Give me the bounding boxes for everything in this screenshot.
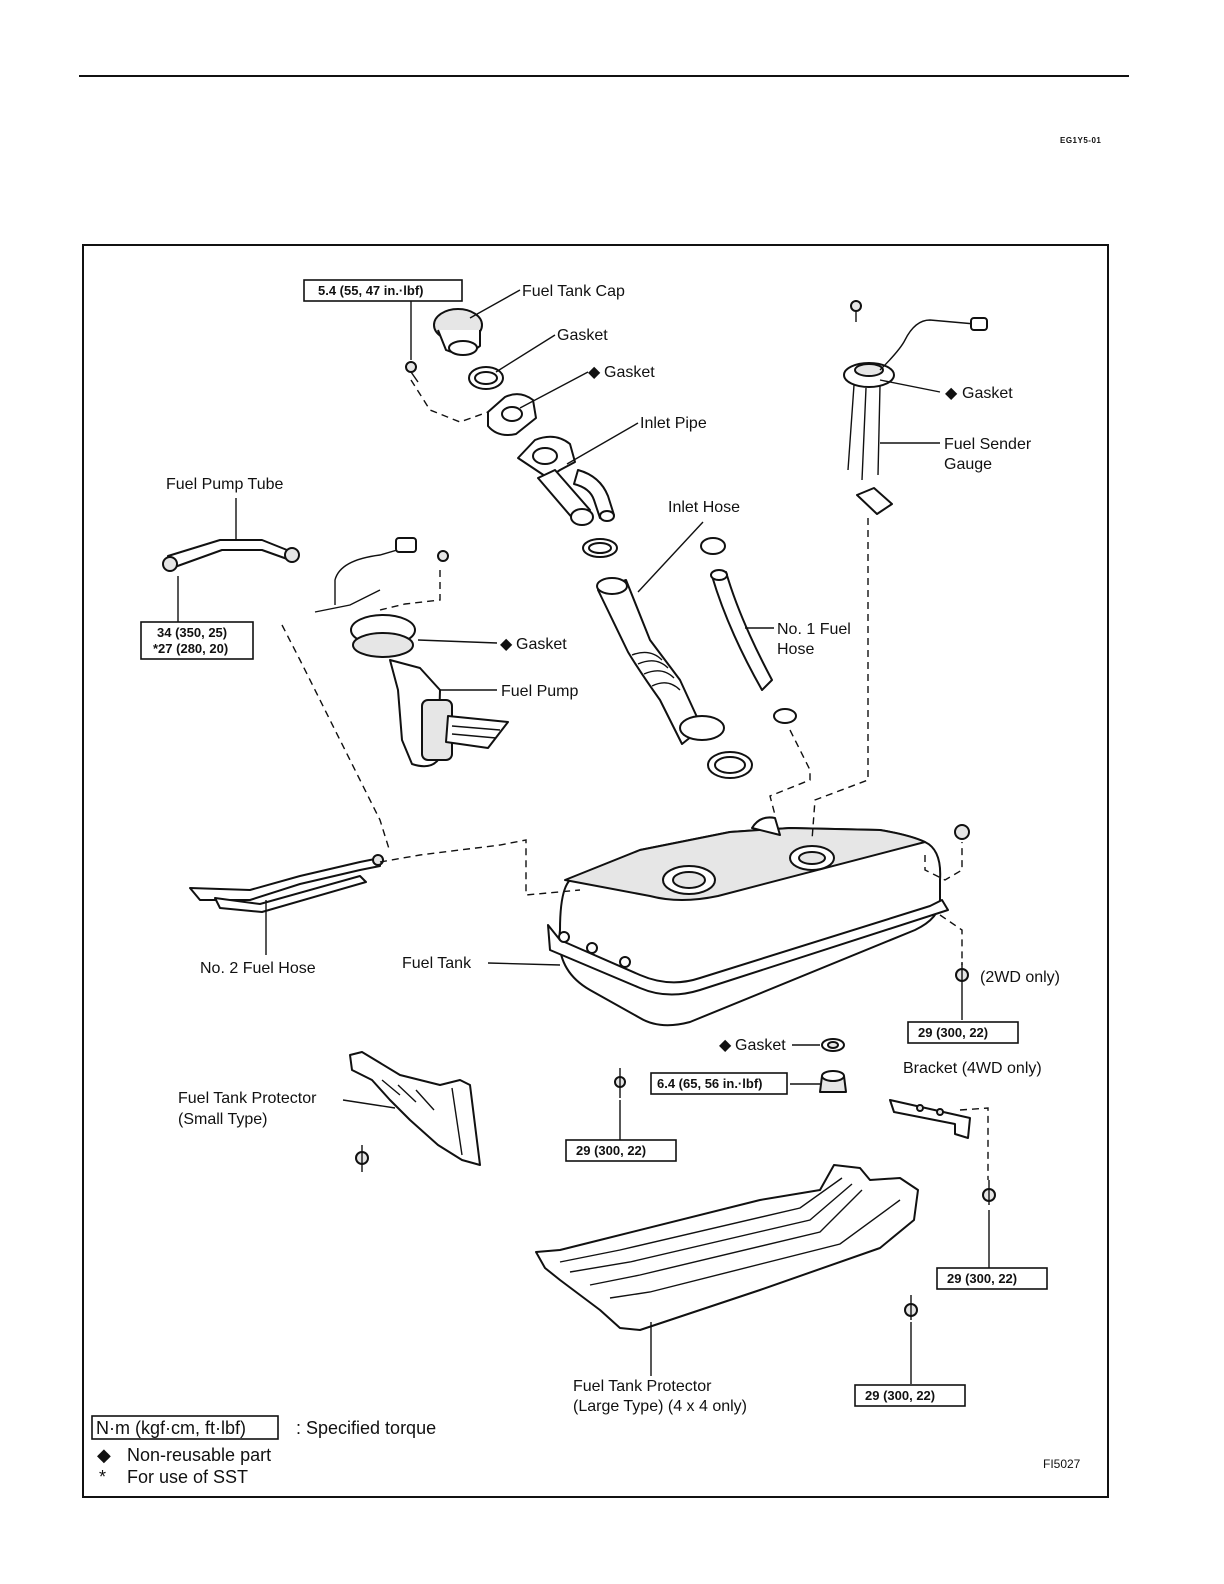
torque-box-cap: 5.4 (55, 47 in.·lbf) — [303, 279, 463, 302]
bracket-bolt — [904, 1180, 996, 1320]
label-gasket-cap: Gasket — [557, 327, 608, 344]
protector-bolt-left — [355, 1068, 626, 1172]
fuel-tank — [547, 816, 949, 1027]
label-protector-small-2: (Small Type) — [178, 1111, 268, 1128]
label-no1-fuel-hose-2: Hose — [777, 641, 814, 658]
legend-torque-desc: : Specified torque — [296, 1418, 436, 1438]
inlet-clamp-upper — [582, 538, 618, 558]
tank-2wd-bolt — [955, 962, 969, 990]
cap-bolt — [405, 361, 419, 383]
label-protector-large: Fuel Tank Protector — [573, 1378, 712, 1395]
label-inlet-pipe: Inlet Pipe — [640, 415, 707, 432]
torque-pump-tube-value: 34 (350, 25) — [157, 625, 227, 640]
fuel-tank-protector-large — [535, 1164, 919, 1331]
torque-box-small-protector: 29 (300, 22) — [565, 1139, 677, 1162]
legend: N·m (kgf·cm, ft·lbf) : Specified torque … — [91, 1415, 436, 1487]
nonreusable-marker: ◆ — [945, 385, 958, 402]
label-2wd-only: (2WD only) — [980, 969, 1060, 986]
inlet-hose — [596, 577, 725, 745]
label-fuel-sender-gauge-2: Gauge — [944, 456, 992, 473]
drain-gasket — [821, 1038, 845, 1052]
nonreusable-marker: ◆ — [588, 364, 601, 381]
torque-small-protector-value: 29 (300, 22) — [576, 1143, 646, 1158]
drain-plug — [819, 1070, 847, 1093]
label-fuel-sender-gauge: Fuel Sender — [944, 436, 1032, 453]
label-no2-fuel-hose: No. 2 Fuel Hose — [200, 960, 316, 977]
figure-code: FI5027 — [1043, 1457, 1081, 1471]
label-fuel-pump: Fuel Pump — [501, 683, 578, 700]
legend-sst-desc: For use of SST — [127, 1467, 248, 1487]
label-fuel-pump-tube: Fuel Pump Tube — [166, 476, 284, 493]
diagram-frame — [82, 244, 1109, 1498]
torque-2wd-value: 29 (300, 22) — [918, 1025, 988, 1040]
torque-box-drain: 6.4 (65, 56 in.·lbf) — [650, 1072, 788, 1095]
cap-gasket — [468, 366, 504, 390]
label-gasket-drain: Gasket — [735, 1037, 786, 1054]
inlet-clamp-lower — [707, 751, 753, 779]
tank-nut — [954, 824, 970, 840]
torque-bracket-value: 29 (300, 22) — [947, 1271, 1017, 1286]
torque-drain-value: 6.4 (65, 56 in.·lbf) — [657, 1076, 762, 1091]
label-bracket: Bracket (4WD only) — [903, 1060, 1042, 1077]
no1-fuel-hose — [700, 537, 797, 724]
top-rule — [79, 75, 1129, 77]
fuel-tank-protector-small — [349, 1051, 481, 1166]
torque-pump-tube-sst-value: *27 (280, 20) — [153, 641, 228, 656]
legend-sst-symbol: * — [99, 1467, 106, 1487]
legend-nonreusable-symbol: ◆ — [97, 1445, 111, 1465]
torque-box-bracket: 29 (300, 22) — [936, 1267, 1048, 1290]
torque-box-pump-tube: 34 (350, 25) *27 (280, 20) — [140, 621, 254, 660]
torque-large-protector-value: 29 (300, 22) — [865, 1388, 935, 1403]
label-no1-fuel-hose: No. 1 Fuel — [777, 621, 851, 638]
label-gasket-sender: Gasket — [962, 385, 1013, 402]
label-fuel-tank: Fuel Tank — [402, 955, 472, 972]
torque-cap-value: 5.4 (55, 47 in.·lbf) — [318, 283, 423, 298]
label-inlet-hose: Inlet Hose — [668, 499, 740, 516]
inlet-gasket — [487, 393, 537, 436]
label-gasket-inlet: Gasket — [604, 364, 655, 381]
nonreusable-marker: ◆ — [719, 1037, 732, 1054]
label-protector-small: Fuel Tank Protector — [178, 1090, 317, 1107]
document-code: EG1Y5-01 — [1060, 136, 1102, 145]
legend-nonreusable-desc: Non-reusable part — [127, 1445, 271, 1465]
label-gasket-pump: Gasket — [516, 636, 567, 653]
label-protector-large-2: (Large Type) (4 x 4 only) — [573, 1398, 747, 1415]
torque-box-2wd: 29 (300, 22) — [907, 1021, 1019, 1044]
fuel-pump — [314, 537, 509, 768]
fuel-pump-tube — [162, 539, 300, 572]
fuel-tank-cap — [433, 308, 483, 356]
leader-lines — [177, 289, 990, 1384]
inlet-pipe — [517, 435, 615, 526]
legend-torque-unit: N·m (kgf·cm, ft·lbf) — [96, 1418, 246, 1438]
torque-box-large-protector: 29 (300, 22) — [854, 1384, 966, 1407]
fuel-sender-gauge — [843, 300, 988, 515]
bracket — [889, 1099, 971, 1139]
label-fuel-tank-cap: Fuel Tank Cap — [522, 283, 625, 300]
no2-fuel-hose — [189, 854, 384, 913]
nonreusable-marker: ◆ — [500, 636, 513, 653]
